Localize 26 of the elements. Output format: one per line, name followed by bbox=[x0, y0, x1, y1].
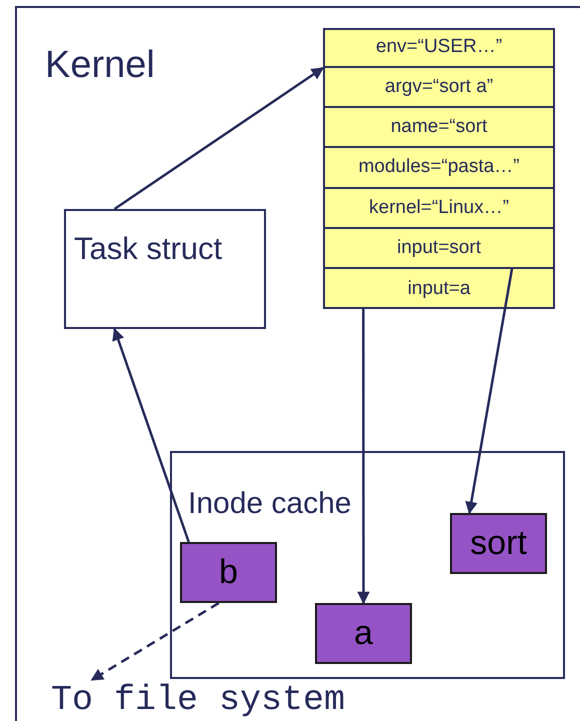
field-value: modules=“pasta…” bbox=[358, 156, 520, 178]
field-value: name=“sort bbox=[390, 116, 488, 138]
dashed-arrow bbox=[90, 602, 220, 682]
struct-box bbox=[170, 451, 565, 679]
inode-label: a bbox=[354, 614, 373, 653]
inode-box bbox=[180, 542, 277, 603]
panel-title: Kernel bbox=[45, 44, 155, 87]
table-frame bbox=[323, 28, 555, 309]
arrow bbox=[112, 328, 190, 542]
field-value: env=“USER…” bbox=[376, 36, 502, 58]
arrow bbox=[357, 308, 370, 604]
inode-box bbox=[315, 603, 412, 664]
field-value: argv=“sort a” bbox=[384, 76, 494, 98]
arrow bbox=[465, 268, 514, 514]
field-value: input=sort bbox=[397, 236, 481, 259]
box-title: Task struct bbox=[74, 231, 222, 267]
kernel-panel bbox=[15, 6, 580, 721]
field-value: kernel=“Linux…” bbox=[369, 196, 509, 219]
arrow bbox=[114, 66, 324, 210]
inode-label: b bbox=[219, 553, 238, 592]
box-title: Inode cache bbox=[188, 487, 352, 521]
inode-label: sort bbox=[470, 524, 527, 563]
field-value: input=a bbox=[408, 278, 470, 300]
destination-text: To file system bbox=[51, 680, 346, 720]
inode-box bbox=[450, 513, 547, 574]
struct-box bbox=[64, 209, 266, 329]
